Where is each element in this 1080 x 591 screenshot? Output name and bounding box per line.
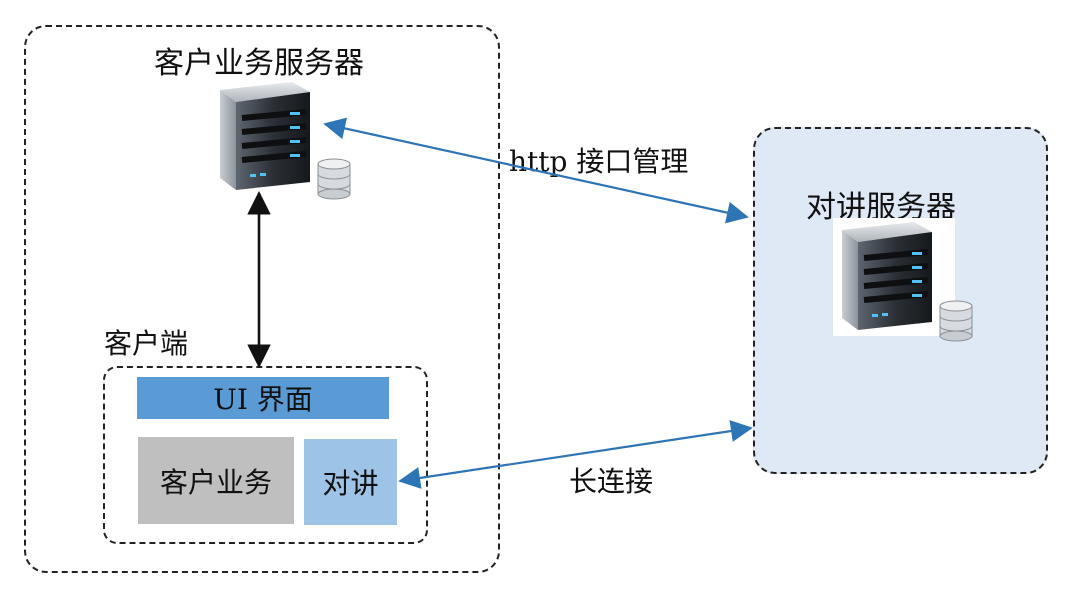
- long-connection-arrow: [398, 420, 753, 489]
- client-label: 客户端: [104, 327, 189, 360]
- customer-database-icon: [317, 158, 351, 200]
- customer-server-label: 客户业务服务器: [154, 46, 364, 81]
- ui-interface-bar: UI 界面: [137, 377, 389, 419]
- talk-database-icon: [939, 300, 973, 342]
- business-module: 客户业务: [138, 437, 294, 524]
- http-arrow: [323, 117, 749, 224]
- talk-server-icon: [842, 222, 932, 330]
- customer-side-container: [24, 25, 500, 573]
- business-module-label: 客户业务: [159, 465, 272, 499]
- customer-server-icon: [220, 82, 310, 190]
- talk-module-label: 对讲: [322, 467, 379, 500]
- ui-interface-label: UI 界面: [213, 383, 313, 416]
- talk-module: 对讲: [304, 439, 397, 525]
- talk-server-container: [753, 127, 1048, 474]
